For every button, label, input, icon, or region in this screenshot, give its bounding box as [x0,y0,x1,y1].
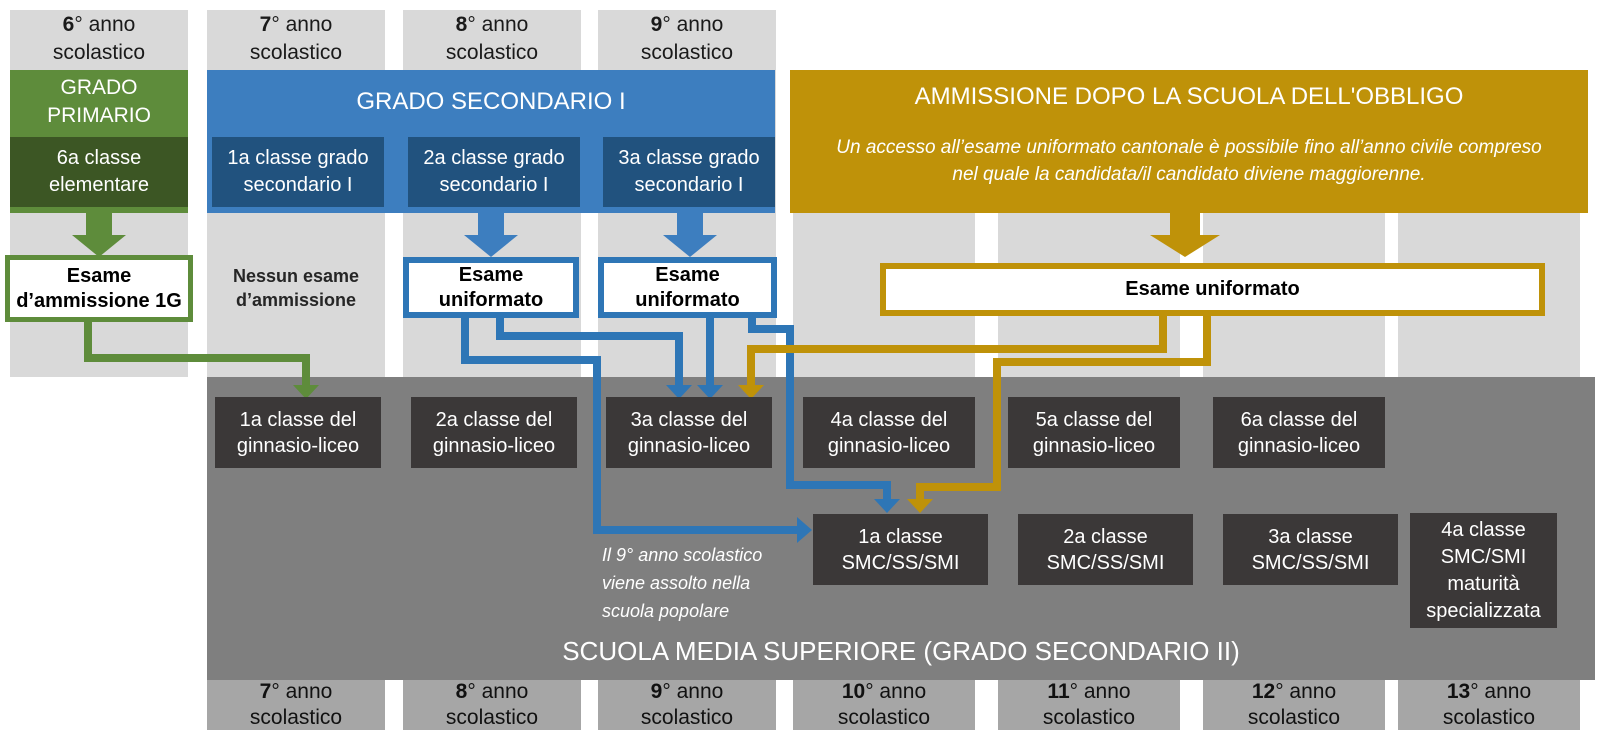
primary-title: GRADO PRIMARIO [47,76,151,127]
year-number: 9 [650,680,663,703]
year-line2: scolastico [640,706,734,729]
gold-connector-to-1a-smc [916,313,1211,500]
admission-title: AMMISSIONE DOPO LA SCUOLA DELL'OBBLIGO [914,83,1464,110]
exam-uniformato-box-wide: Esame uniformato [880,263,1545,316]
year-number: 6 [62,13,75,36]
year-suffix: ° anno [271,13,333,36]
year-label-top-6: 6° anno scolastico [10,10,188,68]
year-label-bottom-13: 13° anno scolastico [1398,680,1580,730]
blue-arrowhead-2 [697,385,723,399]
year-label-bottom-7: 7° anno scolastico [207,680,385,730]
smc-box-1: 1a classe SMC/SS/SMI [813,514,988,585]
year-label-bottom-11: 11° anno scolastico [998,680,1180,730]
year-line2: scolastico [1442,706,1536,729]
smc-box-4-maturita: 4a classe SMC/SMI maturità specializzata [1410,513,1557,628]
ginnasio-box-3: 3a classe del ginnasio-liceo [606,397,772,468]
year-line1: 13° anno [1447,679,1531,705]
primary-down-arrow [72,213,126,257]
blue-connector-to-3a [496,315,683,386]
blue-arrowhead-1 [666,385,692,399]
upper-secondary-title: SCUOLA MEDIA SUPERIORE (GRADO SECONDARIO… [562,636,1240,666]
year-suffix: ° anno [467,680,529,703]
exam-uniformato-box-1: Esame uniformato [403,257,579,318]
year-line2: scolastico [445,41,539,64]
gold-arrowhead-1 [738,385,764,399]
year-line2: scolastico [837,706,931,729]
blue-connector-to-1a-smc [748,315,891,500]
admission-section [790,70,1588,213]
year-number: 10 [841,680,866,703]
green-arrowhead [293,385,319,399]
admission-subtitle: Un accesso all’esame uniformato cantonal… [836,137,1542,185]
year-number: 13 [1446,680,1471,703]
year-label-top-8: 8° anno scolastico [403,10,581,68]
secondary1-class-box-2: 2a classe grado secondario I [408,137,580,207]
year-line1: 8° anno [456,679,529,705]
year-line2: scolastico [249,706,343,729]
year-suffix: ° anno [865,680,927,703]
no-exam-label: Nessun esame d’ammissione [232,266,360,310]
year-line1: 9° anno [651,11,724,39]
year-line2: scolastico [1247,706,1341,729]
year-line1: 11° anno [1047,679,1130,705]
blue-arrowhead-3 [874,499,900,513]
secondary1-class-box-1: 1a classe grado secondario I [212,137,384,207]
exam-uniformato-box-2: Esame uniformato [598,257,777,318]
year-line1: 6° anno [63,11,136,39]
year-line1: 8° anno [456,11,529,39]
year-line1: 7° anno [260,11,333,39]
year-suffix: ° anno [467,13,529,36]
year-label-bottom-8: 8° anno scolastico [403,680,581,730]
primary-class-box: 6a classe elementare [10,137,188,207]
ginnasio-box-2: 2a classe del ginnasio-liceo [411,397,577,468]
ginnasio-box-5: 5a classe del ginnasio-liceo [1008,397,1180,468]
year-line2: scolastico [1042,706,1136,729]
smc-box-3: 3a classe SMC/SS/SMI [1223,514,1398,585]
secondary1-title: GRADO SECONDARIO I [356,88,626,115]
year-number: 12 [1251,680,1276,703]
year-line2: scolastico [52,41,146,64]
year-suffix: ° anno [1470,680,1532,703]
ginnasio-box-4: 4a classe del ginnasio-liceo [803,397,975,468]
year-label-top-9: 9° anno scolastico [598,10,776,68]
ginnasio-box-1: 1a classe del ginnasio-liceo [215,397,381,468]
year-label-bottom-9: 9° anno scolastico [598,680,776,730]
year-suffix: ° anno [1069,680,1131,703]
exam-admission-1g-box: Esame d’ammissione 1G [5,255,193,322]
year-label-top-7: 7° anno scolastico [207,10,385,68]
year-number: 7 [259,13,272,36]
blue-connector-to-smc [461,315,798,534]
ginnasio-box-6: 6a classe del ginnasio-liceo [1213,397,1385,468]
year-suffix: ° anno [662,680,724,703]
year-number: 8 [455,13,468,36]
green-connector [84,318,310,386]
year-line1: 7° anno [260,679,333,705]
year-suffix: ° anno [662,13,724,36]
admission-down-arrow [1150,213,1220,257]
year-number: 7 [259,680,272,703]
year-suffix: ° anno [1275,680,1337,703]
secondary1-class-box-3: 3a classe grado secondario I [603,137,775,207]
smc-box-2: 2a classe SMC/SS/SMI [1018,514,1193,585]
year-line2: scolastico [640,41,734,64]
year-number: 9 [650,13,663,36]
year-suffix: ° anno [74,13,136,36]
year-line1: 12° anno [1252,679,1336,705]
year-number: 11 [1047,680,1070,703]
year-line2: scolastico [249,41,343,64]
year-label-bottom-12: 12° anno scolastico [1203,680,1385,730]
year-line1: 9° anno [651,679,724,705]
year-line1: 10° anno [842,679,926,705]
popular-school-note: Il 9° anno scolastico viene assolto nell… [602,545,763,621]
blue-arrowhead-right [797,517,812,543]
year-suffix: ° anno [271,680,333,703]
year-number: 8 [455,680,468,703]
year-label-bottom-10: 10° anno scolastico [793,680,975,730]
gold-connector-to-3a [747,313,1167,386]
gold-arrowhead-2 [907,499,933,513]
year-line2: scolastico [445,706,539,729]
secondary1-down-arrow-1 [464,213,518,257]
secondary1-down-arrow-2 [663,213,717,257]
